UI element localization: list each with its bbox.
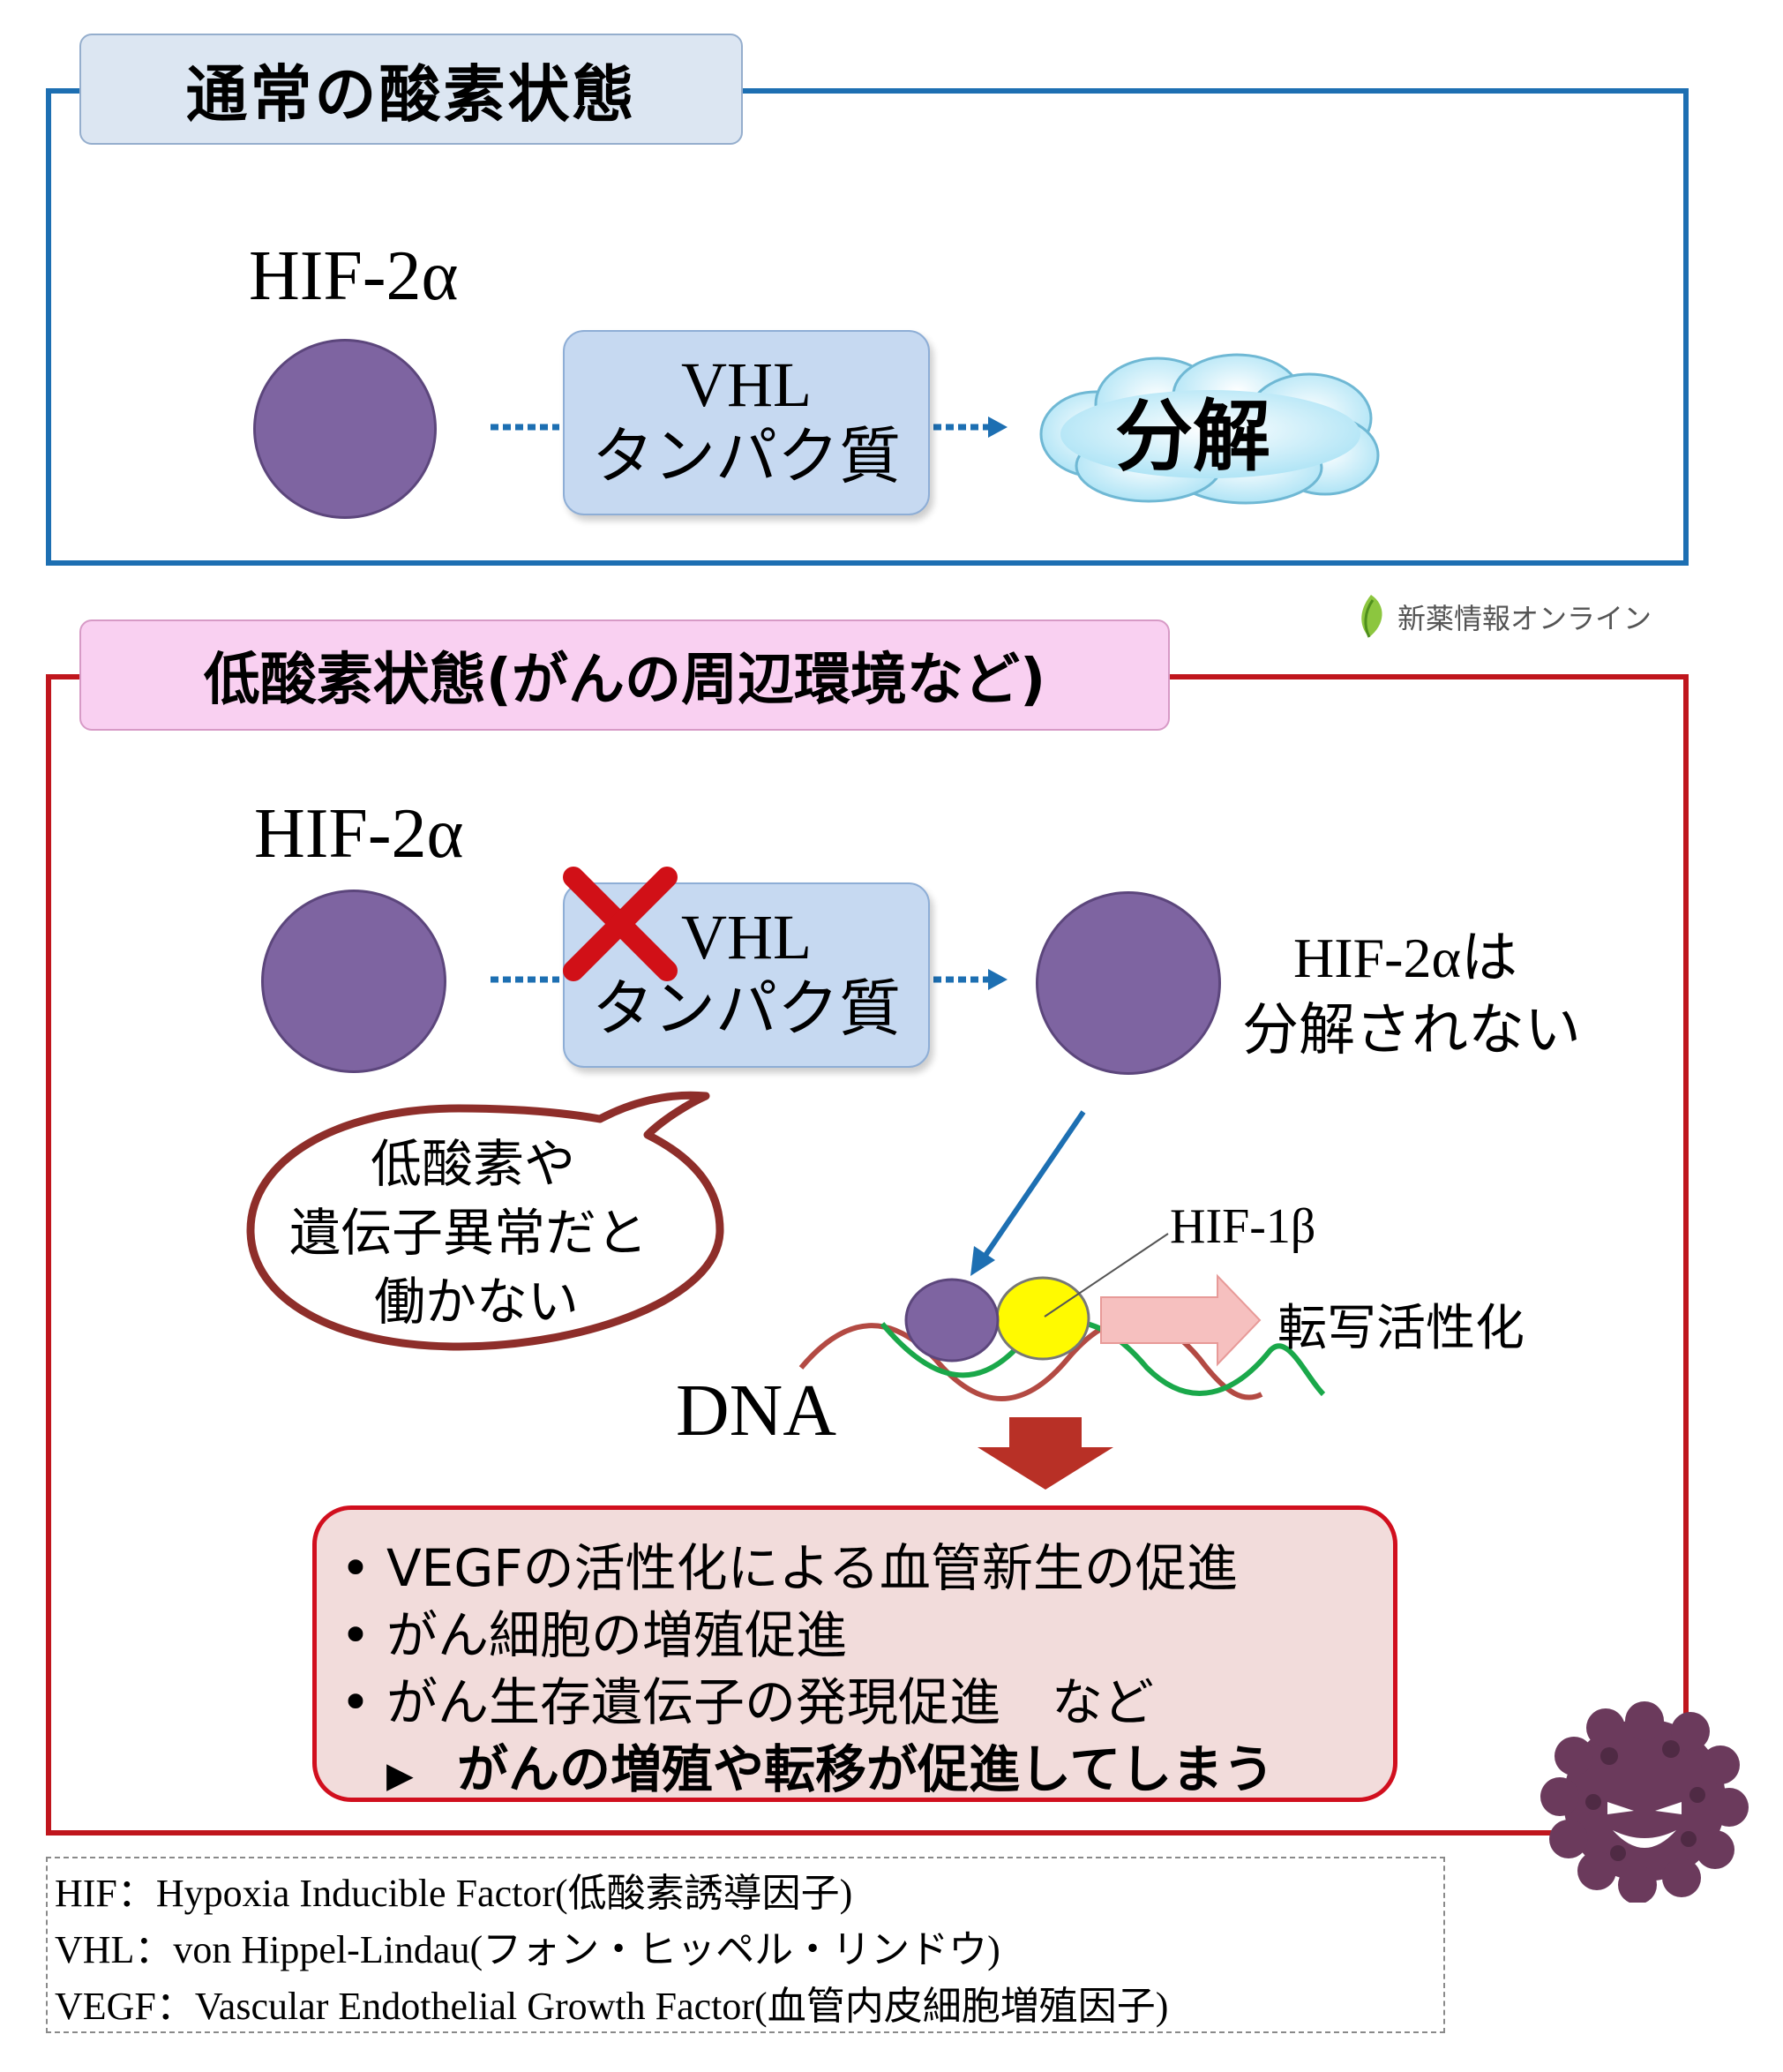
legend-hif: HIF：Hypoxia Inducible Factor(低酸素誘導因子) xyxy=(55,1872,853,1915)
vhl-protein-label-hypoxia: タンパク質 xyxy=(592,972,901,1045)
hif2a-bound-circle xyxy=(904,1278,1000,1363)
hif2a-label-hypoxia: HIF-2α xyxy=(254,795,464,873)
not-degraded-line2: 分解されない xyxy=(1242,998,1581,1063)
result-text-2: がん細胞の増殖促進 xyxy=(386,1605,848,1665)
speech-line2: 遺伝子異常だと xyxy=(289,1203,648,1263)
not-degraded-line1: HIF-2αは xyxy=(1293,927,1517,989)
triangle-right-icon: ▶ xyxy=(386,1755,414,1796)
cross-mark-icon xyxy=(563,867,678,981)
arrow-head-stable xyxy=(988,969,1008,990)
arrow-head-degrade xyxy=(988,417,1008,438)
arrow-head-dna xyxy=(970,1246,995,1276)
speech-line1: 低酸素や xyxy=(371,1134,576,1194)
bullet-icon: • xyxy=(340,1672,371,1732)
transcription-arrow xyxy=(1100,1273,1262,1367)
result-text-1: VEGFの活性化による血管新生の促進 xyxy=(386,1538,1238,1598)
hif1b-label: HIF-1β xyxy=(1170,1199,1316,1254)
cloud-shape xyxy=(1039,353,1380,505)
result-item-1: •VEGFの活性化による血管新生の促進 xyxy=(325,1527,1238,1601)
normal-oxygen-title: 通常の酸素状態 xyxy=(79,34,743,145)
legend-vegf: VEGF：Vascular Endothelial Growth Factor(… xyxy=(55,1985,1169,2028)
transcription-label: 転写活性化 xyxy=(1277,1300,1525,1357)
dna-label: DNA xyxy=(676,1370,836,1452)
cancer-cell-icon xyxy=(1540,1701,1749,1903)
result-item-2: •がん細胞の増殖促進 xyxy=(325,1594,847,1668)
vhl-protein-label-normal: タンパク質 xyxy=(592,419,901,492)
legend-vhl: VHL：von Hippel-Lindau(フォン・ヒッペル・リンドウ) xyxy=(55,1928,1000,1971)
result-box xyxy=(312,1505,1397,1802)
logo: 新薬情報オンライン xyxy=(1352,593,1652,641)
hif1b-circle xyxy=(995,1276,1090,1361)
normal-oxygen-panel xyxy=(46,88,1689,566)
speech-bubble xyxy=(246,1091,724,1351)
hif2a-label-normal: HIF-2α xyxy=(249,237,459,315)
logo-text: 新薬情報オンライン xyxy=(1397,602,1652,635)
hif2a-circle-stable xyxy=(1036,891,1221,1075)
hif2a-circle-normal xyxy=(253,339,437,519)
bullet-icon: • xyxy=(340,1538,371,1598)
result-arrow xyxy=(978,1417,1113,1490)
vhl-protein-box-normal: VHL タンパク質 xyxy=(563,330,930,515)
result-text-3: がん生存遺伝子の発現促進 など xyxy=(386,1672,1155,1732)
result-item-3: •がん生存遺伝子の発現促進 など xyxy=(325,1661,1154,1735)
bullet-icon: • xyxy=(340,1605,371,1665)
vhl-label-hypoxia: VHL xyxy=(681,902,812,973)
leaf-logo-icon xyxy=(1361,595,1382,638)
speech-line3: 働かない xyxy=(374,1272,580,1332)
dna-strand-green xyxy=(880,1319,1326,1397)
hypoxia-title: 低酸素状態(がんの周辺環境など) xyxy=(79,619,1170,731)
abbreviation-legend: HIF：Hypoxia Inducible Factor(低酸素誘導因子) VH… xyxy=(46,1857,1445,2033)
hif1b-pointer-line xyxy=(1044,1233,1169,1318)
vhl-label-normal: VHL xyxy=(681,349,812,421)
arrow-to-dna xyxy=(982,1110,1086,1258)
degrade-label: 分解 xyxy=(1115,391,1271,482)
hif2a-circle-hypoxia xyxy=(261,890,446,1073)
conclusion-line: ▶ がんの増殖や転移が促進してしまう xyxy=(386,1728,1274,1802)
conclusion-text: がんの増殖や転移が促進してしまう xyxy=(457,1739,1275,1799)
